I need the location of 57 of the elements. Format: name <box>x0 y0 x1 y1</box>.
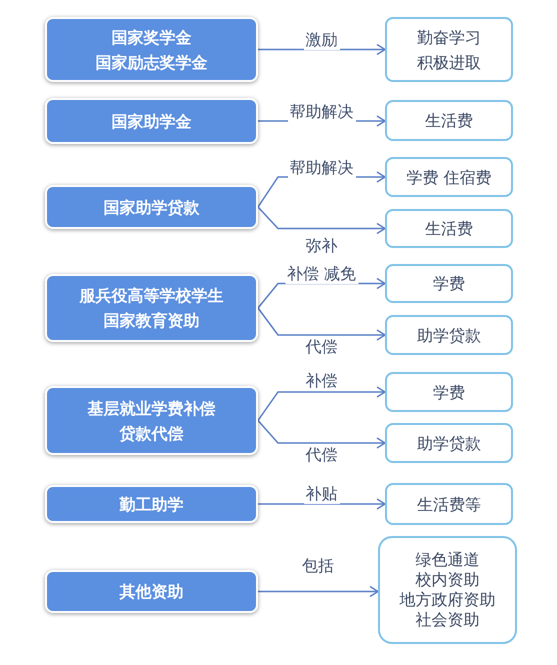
arrow <box>258 498 386 510</box>
box-label: 生活费 <box>425 218 473 240</box>
box-label: 学费 <box>433 273 465 295</box>
result-box <box>385 315 513 355</box>
box-label: 基层就业学费补偿贷款代偿 <box>86 398 216 444</box>
box-label: 助学贷款 <box>417 324 481 346</box>
edge-label: 弥补 <box>304 236 340 256</box>
result-box <box>378 536 517 644</box>
edge-label: 帮助解决 <box>288 102 356 122</box>
result-box <box>385 157 513 197</box>
result-box <box>385 209 513 248</box>
box-label: 国家助学金 <box>112 110 192 132</box>
box-label: 校内资助 <box>416 570 480 590</box>
category-box <box>45 98 258 144</box>
arrow <box>257 386 386 421</box>
arrow <box>258 44 386 56</box>
category-box <box>45 17 258 82</box>
box-label: 国家助学贷款 <box>104 196 200 218</box>
edge-label: 帮助解决 <box>288 158 356 178</box>
arrow <box>257 278 386 308</box>
result-box <box>385 17 513 82</box>
box-label: 学费 住宿费 <box>406 166 492 188</box>
edge-label: 代偿 <box>304 337 340 357</box>
box-label: 服兵役高等学校学生国家教育资助 <box>78 285 224 332</box>
arrow <box>257 206 386 234</box>
box-label: 学费 <box>433 382 465 404</box>
edge-label: 补贴 <box>304 484 340 504</box>
category-box <box>45 485 258 523</box>
box-label: 绿色通道 <box>416 550 480 570</box>
arrow <box>258 586 379 598</box>
result-box <box>385 372 513 412</box>
category-box <box>45 185 258 229</box>
edge-label: 包括 <box>300 556 336 576</box>
box-label: 勤工助学 <box>120 494 184 516</box>
box-label: 地方政府资助 <box>400 590 496 610</box>
category-box <box>45 570 258 613</box>
category-box <box>45 274 258 342</box>
box-label: 积极进取 <box>417 52 481 74</box>
category-box <box>45 386 258 455</box>
box-label: 勤奋学习 <box>417 26 481 48</box>
result-box <box>385 423 513 463</box>
edge-label: 激励 <box>304 30 340 50</box>
box-label: 助学贷款 <box>417 432 481 454</box>
edge-label: 补偿 减免 <box>284 264 358 284</box>
edge-label: 补偿 <box>304 371 340 391</box>
box-label: 国家奖学金 <box>112 26 192 48</box>
edge-label: 代偿 <box>304 445 340 465</box>
box-label: 其他资助 <box>120 581 184 603</box>
arrow <box>257 420 386 449</box>
box-label: 生活费等 <box>417 494 481 516</box>
result-box <box>385 100 513 141</box>
result-box <box>385 264 513 303</box>
arrow <box>257 308 386 341</box>
box-label: 社会资助 <box>416 610 480 630</box>
box-label: 国家励志奖学金 <box>96 52 208 74</box>
box-label: 生活费 <box>425 110 473 132</box>
result-box <box>385 483 513 525</box>
